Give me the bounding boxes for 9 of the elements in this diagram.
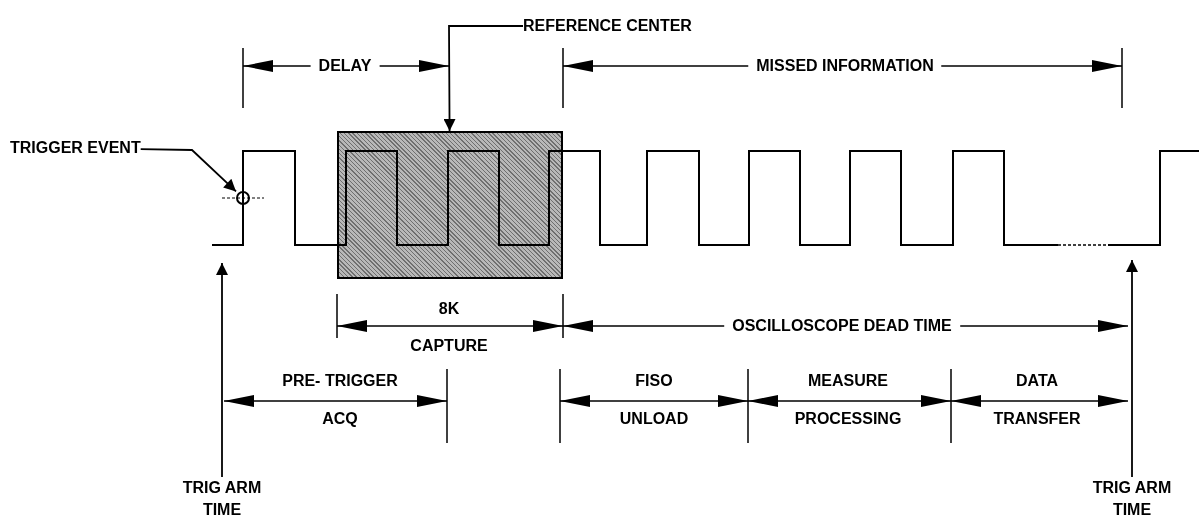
callout-text: TRIG ARM TIME <box>1082 477 1182 521</box>
arrow <box>1126 259 1138 478</box>
callout-text: REFERENCE CENTER <box>523 15 692 37</box>
leader-line <box>443 25 524 132</box>
leader-line <box>139 148 237 193</box>
capture-window-box <box>337 131 563 279</box>
callout-text: TRIGGER EVENT <box>10 137 141 159</box>
arrow <box>216 262 228 478</box>
callout-text: TRIG ARM TIME <box>172 477 272 521</box>
